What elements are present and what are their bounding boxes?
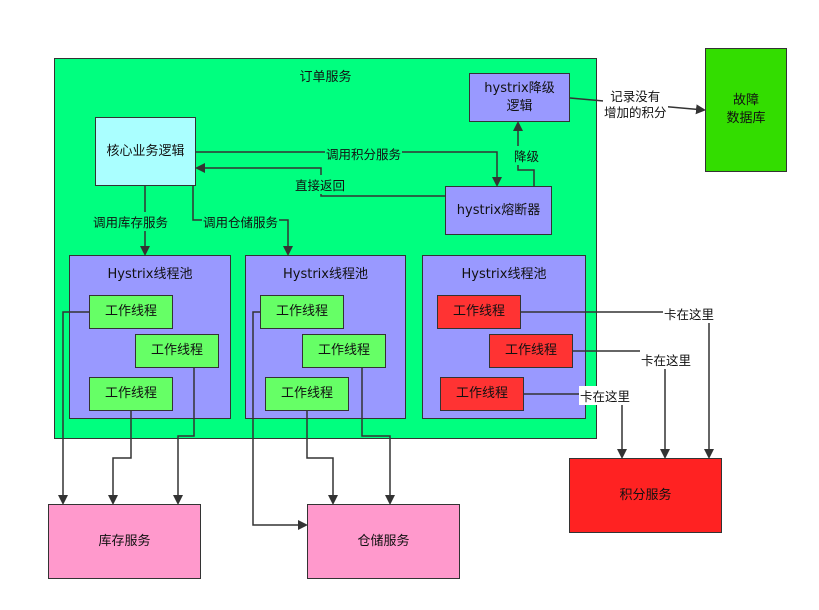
label-call-points: 调用积分服务 bbox=[325, 144, 403, 163]
inventory-service-label: 库存服务 bbox=[98, 533, 151, 549]
pool-1-worker-thread-1: 工作线程 bbox=[89, 295, 173, 329]
pool-1-worker-thread-2: 工作线程 bbox=[135, 334, 219, 368]
edge-p2t2-warehouse bbox=[361, 368, 395, 505]
worker-thread-label: 工作线程 bbox=[104, 304, 157, 320]
worker-thread-label: 工作线程 bbox=[455, 386, 508, 402]
points-service-box: 积分服务 bbox=[569, 458, 722, 533]
edge-p1t2-inventory bbox=[173, 368, 195, 505]
edge-p1t3-inventory bbox=[108, 411, 132, 505]
pool-3-worker-thread-2: 工作线程 bbox=[489, 334, 573, 368]
pool-1-worker-thread-3: 工作线程 bbox=[89, 377, 173, 411]
worker-thread-label: 工作线程 bbox=[317, 343, 370, 359]
label-degrade: 降级 bbox=[513, 146, 541, 165]
pool-3-worker-thread-1: 工作线程 bbox=[437, 295, 521, 329]
fallback-logic-label: hystrix降级 逻辑 bbox=[484, 80, 555, 114]
label-direct-return: 直接返回 bbox=[294, 175, 347, 194]
label-stuck-3: 卡在这里 bbox=[579, 386, 632, 405]
warehouse-service-label: 仓储服务 bbox=[357, 533, 410, 549]
worker-thread-label: 工作线程 bbox=[504, 343, 557, 359]
edge-p2t1-warehouse bbox=[252, 311, 308, 530]
label-record-no-points: 记录没有 增加的积分 bbox=[603, 89, 668, 122]
warehouse-service-box: 仓储服务 bbox=[307, 504, 460, 579]
worker-thread-label: 工作线程 bbox=[150, 343, 203, 359]
label-stuck-2: 卡在这里 bbox=[640, 350, 693, 369]
fault-database-label: 故障 数据库 bbox=[726, 93, 766, 126]
core-logic-box: 核心业务逻辑 bbox=[95, 117, 196, 186]
order-service-title: 订单服务 bbox=[299, 70, 352, 85]
edge-p3t1-points bbox=[521, 311, 714, 459]
worker-thread-label: 工作线程 bbox=[280, 386, 333, 402]
thread-pool-1-title: Hystrix线程池 bbox=[107, 267, 193, 282]
worker-thread-label: 工作线程 bbox=[275, 304, 328, 320]
pool-2-worker-thread-2: 工作线程 bbox=[302, 334, 386, 368]
label-call-inventory: 调用库存服务 bbox=[92, 212, 170, 231]
thread-pool-3-title: Hystrix线程池 bbox=[461, 267, 547, 282]
edge-p2t3-warehouse bbox=[306, 411, 338, 505]
edge-p1t1-inventory bbox=[58, 311, 89, 505]
label-stuck-1: 卡在这里 bbox=[663, 304, 716, 323]
worker-thread-label: 工作线程 bbox=[104, 386, 157, 402]
points-service-label: 积分服务 bbox=[619, 487, 672, 503]
thread-pool-2-title: Hystrix线程池 bbox=[283, 267, 368, 282]
core-logic-label: 核心业务逻辑 bbox=[106, 143, 185, 159]
edge-call-points bbox=[196, 151, 502, 187]
worker-thread-label: 工作线程 bbox=[452, 304, 505, 320]
label-call-warehouse: 调用仓储服务 bbox=[202, 212, 280, 231]
fallback-logic-box: hystrix降级 逻辑 bbox=[469, 73, 570, 122]
pool-2-worker-thread-1: 工作线程 bbox=[260, 295, 344, 329]
pool-3-worker-thread-3: 工作线程 bbox=[440, 377, 524, 411]
pool-2-worker-thread-3: 工作线程 bbox=[265, 377, 349, 411]
circuit-breaker-label: hystrix熔断器 bbox=[456, 202, 541, 218]
inventory-service-box: 库存服务 bbox=[48, 504, 201, 579]
